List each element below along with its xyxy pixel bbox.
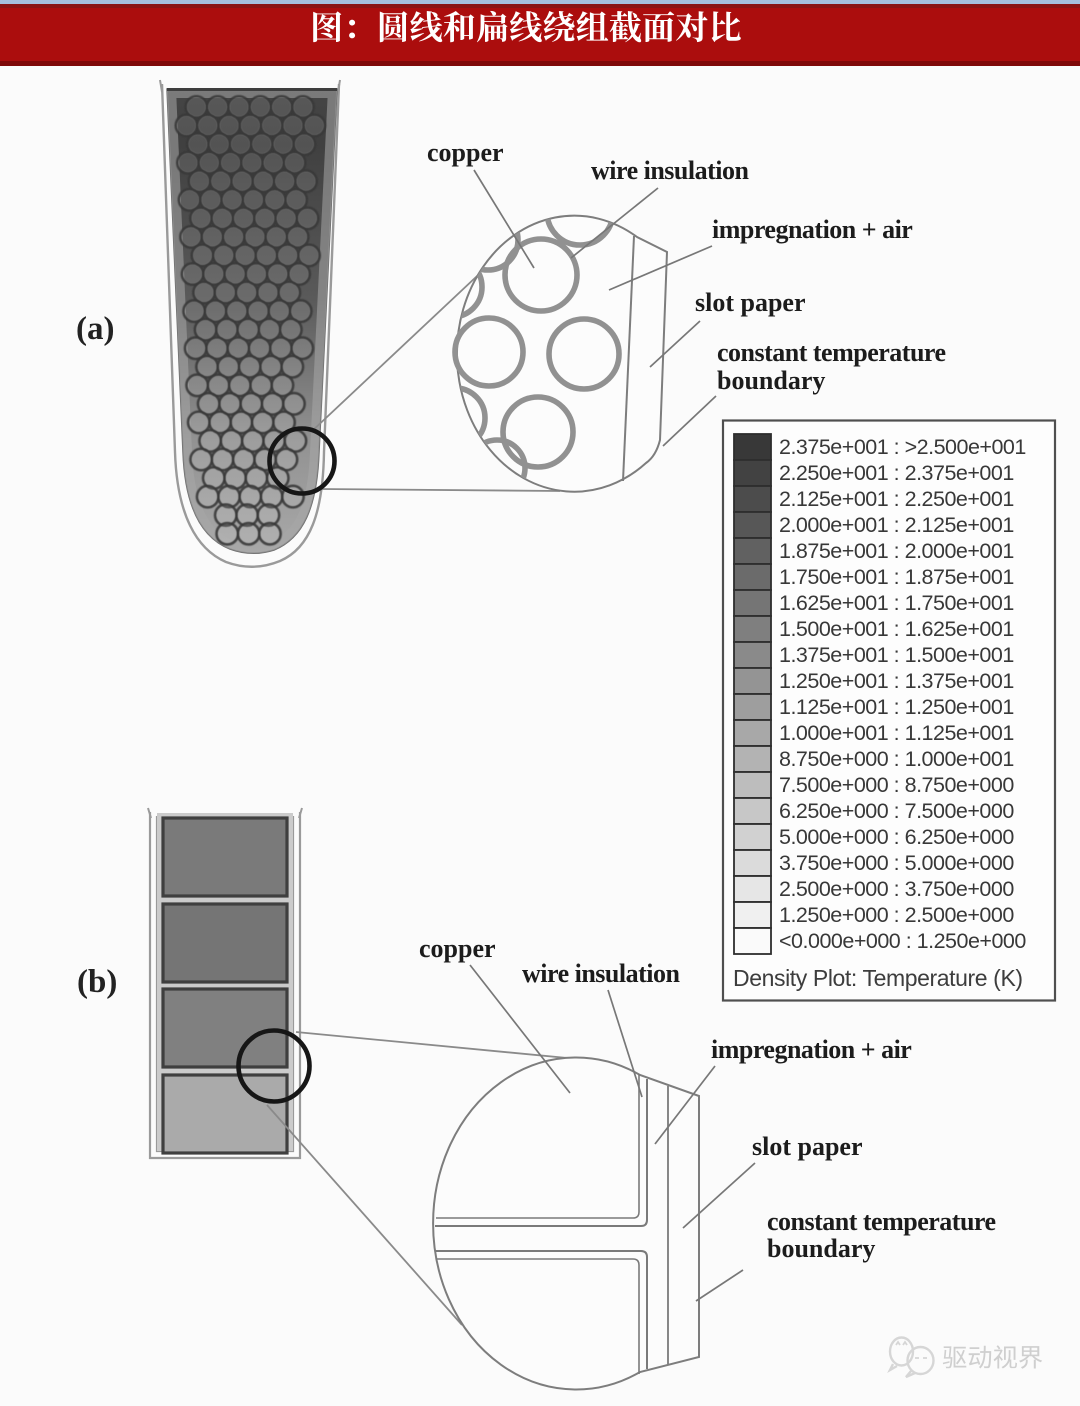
svg-text:2.375e+001 : >2.500e+001: 2.375e+001 : >2.500e+001: [779, 435, 1026, 459]
svg-text:wire insulation: wire insulation: [591, 156, 749, 185]
svg-text:3.750e+000 : 5.000e+000: 3.750e+000 : 5.000e+000: [779, 851, 1014, 875]
svg-text:7.500e+000 : 8.750e+000: 7.500e+000 : 8.750e+000: [779, 773, 1014, 797]
svg-text:constant temperature: constant temperature: [767, 1207, 996, 1236]
svg-text:impregnation + air: impregnation + air: [712, 215, 912, 244]
svg-text:impregnation + air: impregnation + air: [711, 1035, 911, 1064]
svg-text:boundary: boundary: [717, 366, 825, 395]
svg-text:1.125e+001 : 1.250e+001: 1.125e+001 : 1.250e+001: [779, 695, 1014, 719]
svg-text:2.000e+001 : 2.125e+001: 2.000e+001 : 2.125e+001: [779, 513, 1014, 537]
svg-text:1.875e+001 : 2.000e+001: 1.875e+001 : 2.000e+001: [779, 539, 1014, 563]
svg-text:5.000e+000 : 6.250e+000: 5.000e+000 : 6.250e+000: [779, 825, 1014, 849]
svg-text:6.250e+000 : 7.500e+000: 6.250e+000 : 7.500e+000: [779, 799, 1014, 823]
svg-text:Density Plot: Temperature (K): Density Plot: Temperature (K): [733, 965, 1023, 991]
svg-text:1.625e+001 : 1.750e+001: 1.625e+001 : 1.750e+001: [779, 591, 1014, 615]
svg-text:constant temperature: constant temperature: [717, 338, 946, 367]
svg-text:slot paper: slot paper: [695, 288, 806, 317]
svg-text:(a): (a): [76, 311, 114, 347]
svg-text:2.250e+001 : 2.375e+001: 2.250e+001 : 2.375e+001: [779, 461, 1014, 485]
svg-text:1.500e+001 : 1.625e+001: 1.500e+001 : 1.625e+001: [779, 617, 1014, 641]
svg-text:2.500e+000 : 3.750e+000: 2.500e+000 : 3.750e+000: [779, 877, 1014, 901]
svg-text:<0.000e+000 : 1.250e+000: <0.000e+000 : 1.250e+000: [779, 929, 1026, 953]
svg-text:1.000e+001 : 1.125e+001: 1.000e+001 : 1.125e+001: [779, 721, 1014, 745]
svg-text:wire insulation: wire insulation: [522, 959, 680, 988]
svg-text:1.750e+001 : 1.875e+001: 1.750e+001 : 1.875e+001: [779, 565, 1014, 589]
svg-text:1.250e+001 : 1.375e+001: 1.250e+001 : 1.375e+001: [779, 669, 1014, 693]
svg-text:boundary: boundary: [767, 1234, 875, 1263]
svg-text:slot paper: slot paper: [752, 1132, 863, 1161]
svg-text:1.250e+000 : 2.500e+000: 1.250e+000 : 2.500e+000: [779, 903, 1014, 927]
svg-text:8.750e+000 : 1.000e+001: 8.750e+000 : 1.000e+001: [779, 747, 1014, 771]
svg-text:1.375e+001 : 1.500e+001: 1.375e+001 : 1.500e+001: [779, 643, 1014, 667]
svg-text:copper: copper: [419, 934, 496, 963]
svg-text:copper: copper: [427, 138, 504, 167]
svg-text:(b): (b): [77, 964, 117, 1000]
svg-text:2.125e+001 : 2.250e+001: 2.125e+001 : 2.250e+001: [779, 487, 1014, 511]
